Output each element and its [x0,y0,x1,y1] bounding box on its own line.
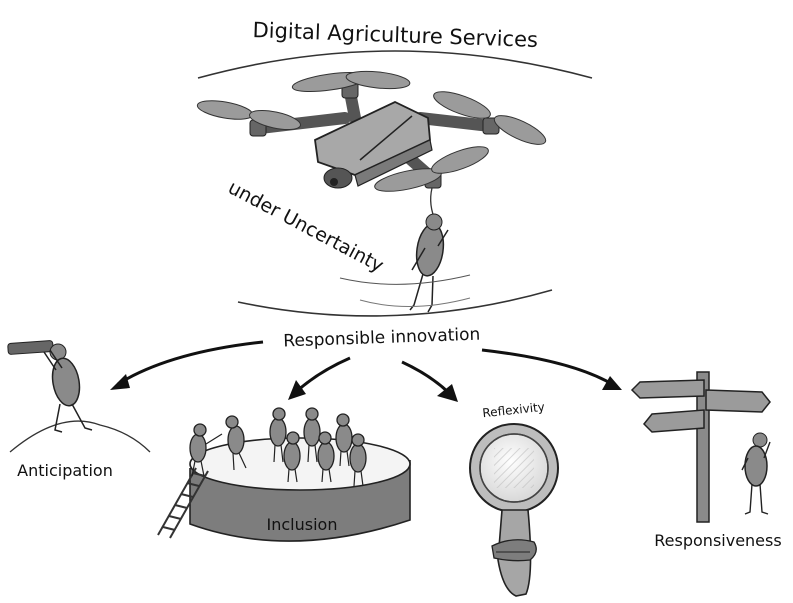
arrow-to-anticipation [110,340,264,390]
signpost-figure-icon [630,371,771,523]
label-anticipation: Anticipation [17,461,113,480]
drone-carrying-figure-icon [196,70,547,313]
label-responsiveness: Responsiveness [654,531,781,550]
arrow-to-responsiveness [481,348,622,390]
title-arc [197,50,593,79]
diagram-subtitle: under Uncertainty [224,176,387,277]
label-inclusion: Inclusion [267,515,338,534]
magnifying-glass-icon [469,423,559,597]
people-platform-icon [157,407,411,542]
middle-arc [237,289,553,317]
arrow-to-reflexivity [401,360,458,402]
diagram-title: Digital Agriculture Services [252,18,538,52]
arrow-to-inclusion [288,356,351,400]
center-label: Responsible innovation [283,325,481,352]
label-reflexivity: Reflexivity [482,400,546,420]
telescope-figure-icon [7,340,151,453]
